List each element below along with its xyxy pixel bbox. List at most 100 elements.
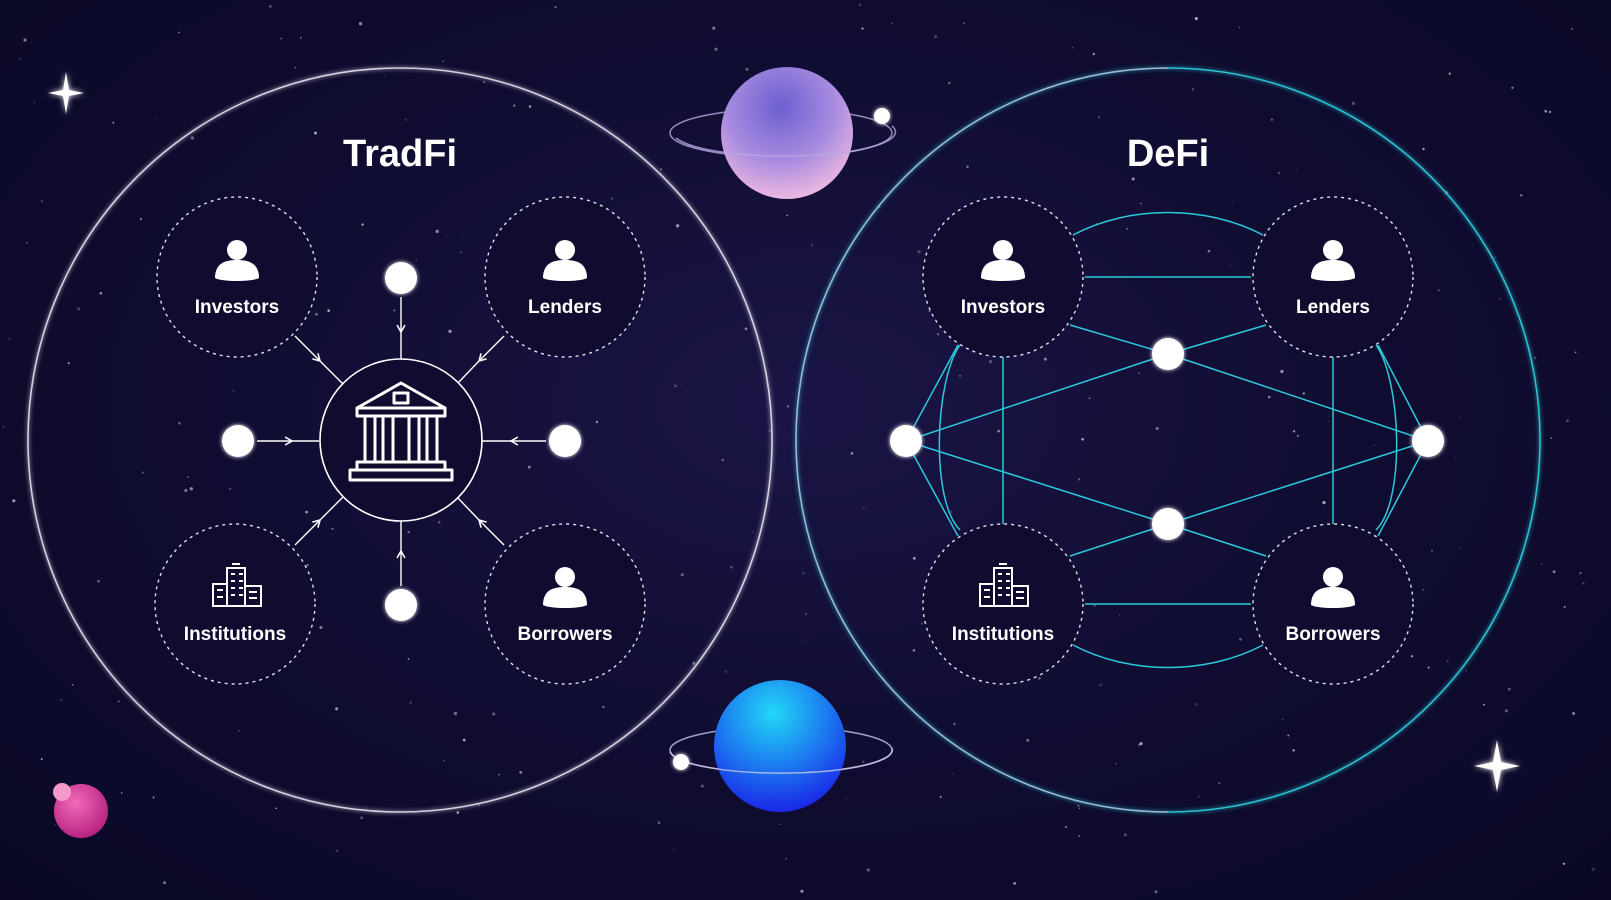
star [939,795,942,798]
star [1552,570,1556,574]
star [269,5,272,8]
star [1472,244,1474,246]
star [446,234,448,236]
star [1115,762,1117,765]
star [513,104,516,107]
tradfi-institutions-label: Institutions [184,624,286,645]
star [673,384,677,388]
star [97,579,100,583]
star [393,309,396,312]
star [1563,605,1566,608]
star [1579,572,1582,575]
defi-investors: Investors [922,196,1084,358]
star [1511,86,1514,89]
pink-planet [53,783,108,838]
star [861,27,864,30]
star [327,309,331,312]
defi-node-right [1412,425,1444,457]
tradfi-borrowers-label: Borrowers [517,624,612,645]
star [184,488,188,493]
star [1155,427,1159,430]
star [928,310,931,313]
star [804,613,808,616]
star [305,510,308,514]
star [1541,563,1543,565]
star [1140,202,1142,205]
star [810,244,814,247]
star [744,327,748,331]
star [67,362,70,365]
star [314,312,318,316]
star [845,797,848,800]
star [1239,638,1242,641]
star [1126,227,1129,230]
star [99,291,103,295]
defi-investors-label: Investors [961,297,1045,318]
star [519,770,523,774]
star [1351,101,1356,106]
star [1459,417,1461,419]
sparkle-icon [48,72,84,114]
defi-network [905,211,1429,669]
star [1194,17,1198,21]
star [1229,265,1231,267]
defi-institutions-label: Institutions [952,624,1054,645]
star [700,784,704,788]
star [456,811,460,814]
star [1077,478,1081,481]
star [306,563,309,567]
star [1097,116,1101,119]
star [1562,862,1566,866]
star [300,36,302,39]
defi-borrowers-label: Borrowers [1285,624,1380,645]
tradfi-arrows [257,297,546,586]
bank-icon [348,381,454,482]
tradfi-panel: TradFi [27,67,773,813]
defi-panel: DeFi [795,67,1541,813]
star [26,241,28,244]
star [595,420,599,424]
star [40,758,43,761]
star [730,565,733,569]
defi-borrowers: Borrowers [1252,523,1414,685]
star [492,712,496,716]
star [2,425,5,428]
star [1533,356,1537,360]
star [952,773,954,775]
star [460,251,463,254]
star [280,37,283,40]
star [443,759,445,762]
star [314,131,317,135]
star [675,224,680,228]
tradfi-institutions: Institutions [154,523,316,685]
star [1043,357,1047,361]
star [319,626,323,629]
star [692,661,696,665]
star [1292,430,1296,433]
star [23,38,27,42]
star [1118,614,1121,617]
star [448,329,452,333]
star [1131,177,1135,181]
star [478,804,481,807]
star [1327,420,1329,423]
star [152,796,155,799]
star [787,405,790,408]
star [1281,718,1284,721]
star [189,487,193,491]
star [360,816,364,820]
tradfi-node-bottom [385,589,417,621]
star [1099,683,1103,687]
star [1296,169,1298,171]
star [863,507,865,510]
star [335,707,339,711]
star [186,476,189,479]
tradfi-lenders-label: Lenders [528,297,602,318]
star [435,229,439,234]
star [779,823,781,826]
star [1454,456,1456,459]
star [912,557,916,560]
star [275,807,278,810]
star [1280,369,1284,374]
